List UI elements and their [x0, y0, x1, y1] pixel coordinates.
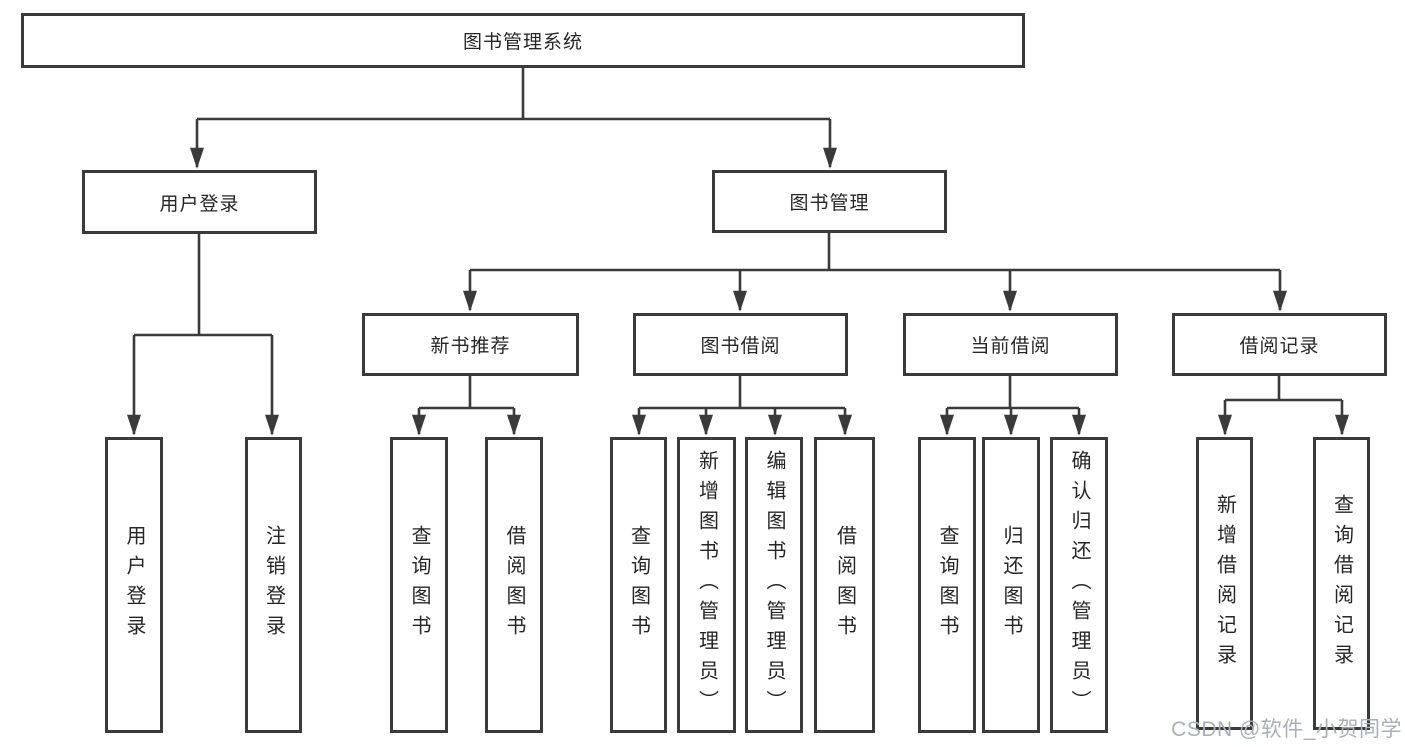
leaf-label: 编辑图书（管理员） — [763, 450, 785, 720]
leaf-label: 新增借阅记录 — [1213, 493, 1236, 674]
node-borrowing-records: 借阅记录 — [1172, 313, 1387, 376]
leaf-borrow-edit-books-admin: 编辑图书（管理员） — [745, 437, 803, 733]
leaf-label: 查询图书 — [936, 525, 958, 645]
leaf-label: 查询图书 — [627, 525, 650, 645]
leaf-user-login: 用户登录 — [105, 437, 163, 733]
node-user-login-group: 用户登录 — [82, 170, 317, 234]
leaf-label: 用户登录 — [123, 525, 145, 645]
connector-login-to-leaves — [127, 234, 279, 436]
node-current-borrowing: 当前借阅 — [903, 313, 1118, 376]
leaf-records-query-record: 查询借阅记录 — [1313, 437, 1370, 730]
leaf-label: 借阅图书 — [833, 525, 856, 645]
connector-newbook-to-leaves — [412, 376, 521, 436]
node-root-library-system: 图书管理系统 — [21, 13, 1025, 68]
connector-borrow-to-leaves — [632, 376, 852, 436]
connector-bookmgmt-to-level3 — [463, 233, 1287, 312]
csdn-watermark: CSDN @软件_小贺同学 — [1171, 718, 1402, 741]
node-book-borrowing: 图书借阅 — [633, 313, 848, 376]
node-book-management-group: 图书管理 — [712, 170, 947, 233]
leaf-label: 确认归还（管理员） — [1068, 450, 1090, 720]
node-new-book-recommend: 新书推荐 — [362, 313, 579, 376]
connector-root-to-level2 — [190, 68, 837, 169]
leaf-newbook-borrow-books: 借阅图书 — [485, 437, 543, 733]
leaf-current-confirm-return-admin: 确认归还（管理员） — [1050, 437, 1108, 733]
connector-records-to-leaves — [1218, 376, 1349, 436]
leaf-newbook-query-books: 查询图书 — [390, 437, 448, 733]
leaf-borrow-add-books-admin: 新增图书（管理员） — [677, 437, 736, 733]
leaf-label: 查询借阅记录 — [1330, 493, 1353, 674]
leaf-label: 借阅图书 — [503, 525, 525, 645]
leaf-current-return-books: 归还图书 — [982, 437, 1040, 733]
leaf-label: 归还图书 — [1000, 525, 1022, 645]
leaf-current-query-books: 查询图书 — [918, 437, 976, 733]
leaf-label: 注销登录 — [262, 525, 285, 645]
connector-current-to-leaves — [940, 376, 1086, 436]
leaf-borrow-borrow-books: 借阅图书 — [814, 437, 875, 733]
leaf-borrow-query-books: 查询图书 — [610, 437, 667, 733]
leaf-records-add-record: 新增借阅记录 — [1196, 437, 1253, 730]
leaf-label: 新增图书（管理员） — [695, 450, 718, 720]
leaf-label: 查询图书 — [408, 525, 430, 645]
leaf-logout: 注销登录 — [245, 437, 302, 733]
